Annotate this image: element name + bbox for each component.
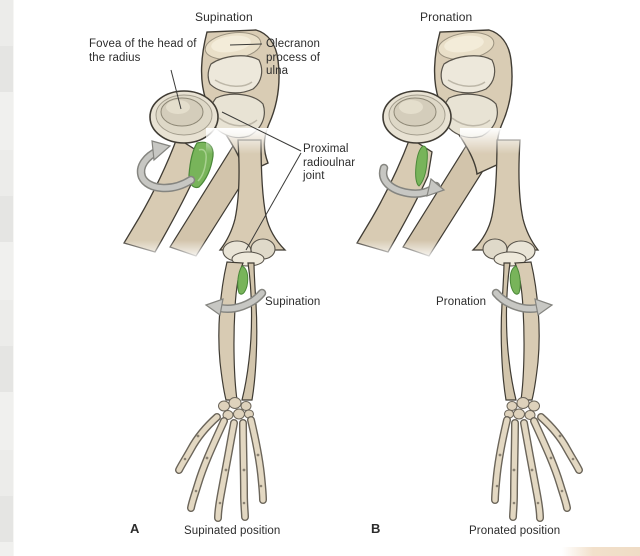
proximal-radioulnar-label: Proximal radioulnar joint: [303, 143, 356, 182]
leader-lines: [170, 43, 302, 251]
corner-artifact: [562, 547, 640, 556]
page-edge-strip: [0, 0, 14, 556]
panel-a-rotation-label: Supination: [265, 296, 321, 308]
fovea-leader-line: [170, 69, 182, 110]
panel-b-rotation-label: Pronation: [436, 296, 487, 308]
proximal-radioulnar-leader-line-upper: [221, 111, 302, 152]
panel-a-caption: Supinated position: [184, 525, 281, 537]
panel-b-caption: Pronated position: [469, 525, 561, 537]
panel-a-title: Supination: [195, 10, 253, 24]
panel-a-elbow-closeup: [109, 28, 280, 261]
panel-b-full-arm: [460, 128, 579, 518]
rotation-arrow-a-closeup: [136, 140, 196, 193]
panel-b-elbow-closeup: [342, 28, 513, 261]
rotation-arrow-a-arm: [204, 288, 267, 317]
olecranon-label: Olecranon process of ulna: [266, 38, 321, 77]
fovea-label: Fovea of the head of the radius: [89, 38, 197, 64]
panel-b-title: Pronation: [420, 10, 473, 24]
rotation-arrow-b-closeup: [378, 163, 446, 198]
panel-a-caption-letter: A: [130, 521, 140, 536]
olecranon-leader-line: [229, 43, 263, 46]
rotation-arrow-b-arm: [491, 288, 554, 317]
proximal-radioulnar-leader-line-lower: [245, 152, 302, 251]
annular-ligament-b: [415, 145, 428, 187]
panel-b-caption-letter: B: [371, 521, 381, 536]
panel-a-full-arm: [179, 128, 298, 518]
